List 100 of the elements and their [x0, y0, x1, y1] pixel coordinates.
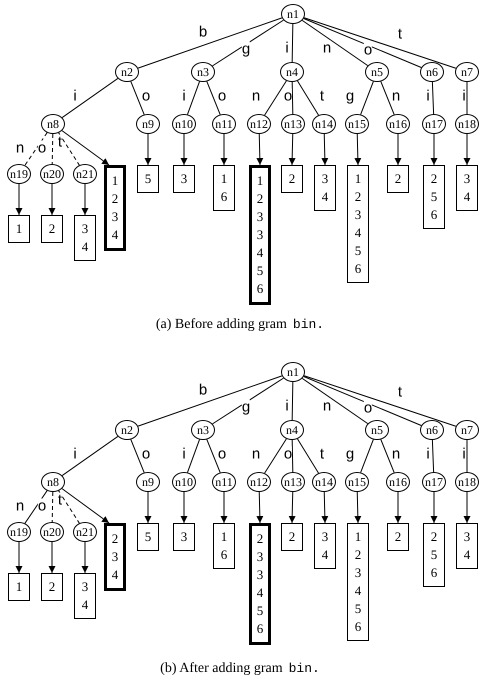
tree-edge	[24, 490, 48, 524]
arrow	[354, 492, 362, 524]
edge-label: n	[322, 398, 332, 414]
id-list-box: 1 2 3 3 4 5 6	[249, 165, 271, 305]
caption: (a) Before adding gram	[156, 316, 287, 334]
trie-node: n5	[365, 420, 389, 440]
tree-edge	[62, 78, 118, 118]
id-list-box: 5	[137, 523, 159, 551]
arrow	[288, 492, 296, 524]
edge-label: t	[58, 492, 62, 508]
id-list-box: 3 4	[74, 573, 96, 619]
edge-label: t	[320, 88, 324, 104]
id-list-box: 3	[173, 523, 195, 551]
trie-node: n9	[136, 114, 160, 134]
tree-edge	[292, 24, 294, 62]
arrow	[464, 134, 470, 166]
tree-edge	[380, 80, 395, 116]
tree-edge	[296, 80, 320, 116]
trie-node: n19	[7, 522, 31, 542]
trie-node: n3	[191, 62, 215, 82]
arrow	[144, 492, 152, 524]
id-list-box: 3 4	[314, 165, 336, 211]
trie-node: n13	[281, 472, 305, 492]
trie-node: n6	[420, 62, 444, 82]
arrow	[48, 542, 56, 574]
trie-node: n15	[345, 114, 369, 134]
id-list-box: 1	[8, 573, 30, 601]
trie-node: n16	[386, 114, 410, 134]
trie-node: n11	[212, 114, 236, 134]
id-list-box: 2 5 6	[423, 165, 445, 229]
id-list-box: 3 4	[456, 165, 478, 211]
caption-code: bin.	[288, 660, 320, 678]
edge-label: i	[462, 446, 466, 462]
tree-edge	[466, 440, 468, 472]
trie-node: n18	[455, 114, 479, 134]
arrow	[220, 492, 228, 524]
arrow	[62, 130, 110, 166]
trie-node: n19	[7, 164, 31, 184]
id-list-box: 5	[137, 165, 159, 193]
trie-node: n15	[345, 472, 369, 492]
tree-edge	[432, 82, 434, 114]
id-list-box: 3	[173, 165, 195, 193]
edge-label: o	[284, 88, 292, 104]
id-list-box: 1 6	[213, 165, 235, 211]
trie-node: n20	[40, 522, 64, 542]
tree-edge	[138, 17, 282, 69]
tree-edge	[264, 438, 287, 474]
tree-edge	[52, 134, 54, 164]
trie-node: n4	[280, 62, 304, 82]
arrow	[180, 492, 188, 524]
trie-node: n20	[40, 164, 64, 184]
tree-edge	[212, 20, 284, 66]
trie-node: n11	[212, 472, 236, 492]
trie-node: n16	[386, 472, 410, 492]
trie-node: n7	[455, 420, 479, 440]
trie-node: n12	[247, 472, 271, 492]
edge-label: t	[398, 26, 402, 42]
tree-edge	[62, 436, 118, 476]
tree-edge	[187, 439, 200, 473]
tree-edge	[304, 375, 456, 427]
id-list-box: 3 4	[74, 215, 96, 261]
id-list-box: 2	[281, 165, 303, 193]
tree-edge	[303, 18, 422, 68]
id-list-box: 2	[387, 523, 409, 551]
id-list-box: 3 4	[314, 523, 336, 569]
edge-label: i	[73, 88, 77, 104]
edge-label: t	[398, 384, 402, 400]
id-list-box: 3 4	[456, 523, 478, 569]
tree-edge	[264, 80, 287, 116]
edge-label: i	[285, 40, 289, 56]
arrow	[394, 492, 402, 524]
edge-label: i	[73, 446, 77, 462]
trie-node: n5	[365, 62, 389, 82]
tree-edge	[130, 80, 145, 116]
tree-edge	[466, 82, 468, 114]
arrow	[82, 542, 88, 574]
edge-label: o	[38, 498, 46, 514]
trie-node: n21	[73, 522, 97, 542]
tree-edge	[58, 132, 80, 166]
trie-node: n8	[41, 472, 65, 492]
edge-label: n	[322, 40, 332, 56]
trie-node: n17	[422, 114, 446, 134]
edge-label: i	[426, 446, 430, 462]
id-list-box: 2	[387, 165, 409, 193]
tree-edge	[302, 378, 368, 424]
trie-node: n2	[115, 420, 139, 440]
edge-label: g	[242, 400, 250, 414]
arrow	[430, 492, 438, 524]
trie-node: n14	[312, 114, 336, 134]
tree-edge	[303, 376, 422, 426]
arrow	[256, 134, 264, 166]
id-list-box: 1	[8, 215, 30, 243]
tree-edge	[212, 378, 284, 424]
tree-edge	[52, 492, 54, 522]
trie-node: n21	[73, 164, 97, 184]
tree-edge	[360, 439, 374, 473]
caption-code: bin.	[292, 316, 324, 334]
edge-label: t	[320, 446, 324, 462]
tree-edge	[187, 81, 200, 115]
arrow	[321, 134, 328, 166]
